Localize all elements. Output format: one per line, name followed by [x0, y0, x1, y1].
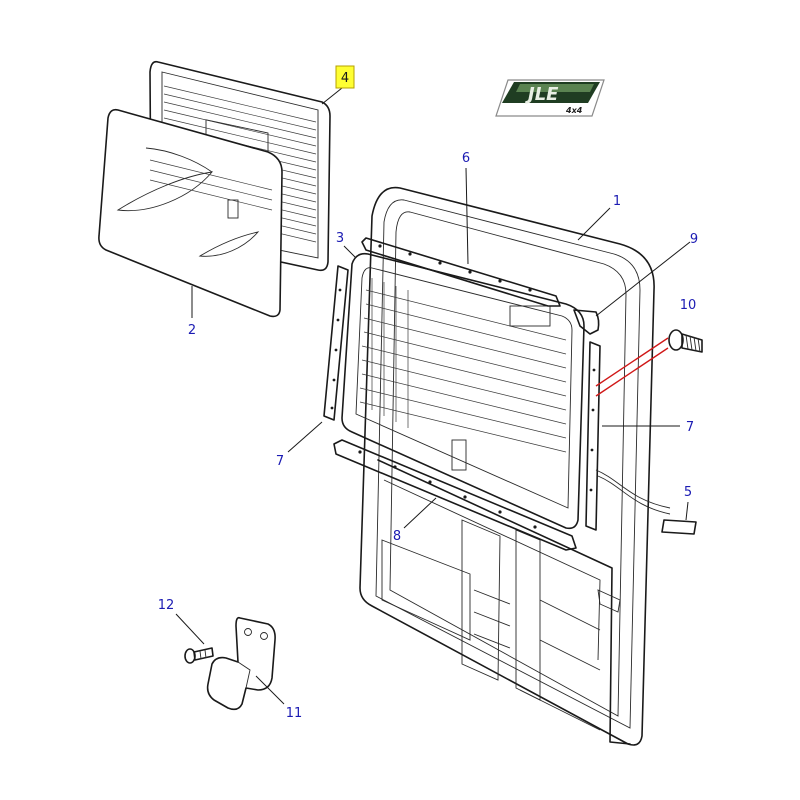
callout-6: 6: [462, 151, 470, 166]
part-1-door-frame: [359, 186, 655, 746]
logo-subtext: 4x4: [565, 106, 583, 115]
callout-8: 8: [393, 529, 401, 544]
callout-4: 4: [341, 71, 349, 86]
callout-12: 12: [158, 598, 175, 613]
callout-3: 3: [336, 231, 344, 246]
logo-text: JLE: [525, 84, 559, 105]
red-leader-lines: [595, 337, 669, 397]
part-8-bottom-seal: [333, 439, 577, 551]
part-6-top-seal: [361, 237, 561, 307]
part-7-right-strip: [585, 341, 601, 531]
part-5-cable: [595, 469, 697, 535]
part-12-screw: [184, 647, 214, 664]
callout-2: 2: [188, 323, 196, 338]
leader-lines: [175, 87, 691, 705]
callout-10: 10: [680, 298, 697, 313]
jle-logo: JLE 4x4: [495, 79, 605, 117]
callout-4-highlight: [335, 65, 355, 89]
callout-5: 5: [684, 485, 692, 500]
part-7-left-strip: [323, 265, 349, 421]
part-3-window-frame: [341, 252, 585, 530]
callout-1: 1: [613, 194, 621, 209]
logo-badge-light: [516, 84, 594, 92]
callout-11: 11: [286, 706, 303, 721]
part-11-bracket: [206, 616, 276, 711]
part-10-bolt: [668, 329, 703, 353]
callouts: 4 6 1 3 9 2 10 7 7 5 8 12 11: [158, 65, 698, 721]
callout-7-left: 7: [276, 454, 284, 469]
callout-9: 9: [690, 232, 698, 247]
part-2-glass: [98, 108, 283, 318]
callout-7-right: 7: [686, 420, 694, 435]
part-9-corner-seal: [573, 309, 600, 335]
